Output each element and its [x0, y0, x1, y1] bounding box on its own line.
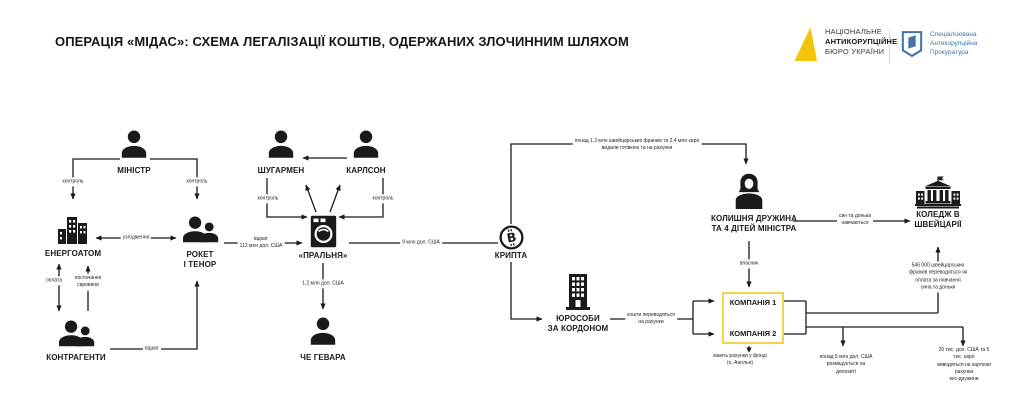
- office-building-icon: [563, 272, 593, 312]
- node-company1: КОМПАНІЯ 1: [729, 298, 777, 307]
- edge-label-study: син та донька навчаються: [837, 211, 873, 229]
- edge-label-control-1: контроль: [60, 177, 86, 187]
- edge-label-usd-1-2: 1,2 млн дол. США: [300, 279, 346, 289]
- node-energoatom: ЕНЕРГОАТОМ: [44, 249, 102, 258]
- sap-line3: Прокуратура: [930, 49, 969, 57]
- washing-machine-icon: [310, 215, 337, 248]
- page-title: ОПЕРАЦІЯ «МІДАС»: СХЕМА ЛЕГАЛІЗАЦІЇ КОШТ…: [55, 34, 629, 49]
- woman-icon: [731, 171, 767, 211]
- edge-label-control-3: контроль: [255, 194, 281, 204]
- edge-label-vlasnyk: власник: [737, 259, 761, 269]
- edge-label-vidkat-112: відкат 112 млн дол. США: [237, 234, 285, 252]
- edge-label-tuition: 546 000 швейцарських франків переводятьс…: [906, 261, 970, 293]
- bitcoin-icon: B: [499, 225, 524, 250]
- edge-label-vidkat: відкат: [143, 344, 161, 354]
- node-company2: КОМПАНІЯ 2: [729, 329, 777, 338]
- sap-logo: Спеціалізована Антикорупційна Прокуратур…: [901, 30, 977, 63]
- person-icon: [117, 128, 151, 162]
- node-yurosoby: ЮРОСОБИ ЗА КОРДОНОМ: [547, 314, 609, 333]
- people-icon: [179, 214, 221, 246]
- node-che-gevara: ЧЕ ГЕВАРА: [300, 353, 346, 362]
- nabu-logo-text: НАЦІОНАЛЬНЕ АНТИКОРУПЦІЙНЕ БЮРО УКРАЇНИ: [825, 27, 897, 57]
- node-pralnya: «ПРАЛЬНЯ»: [298, 251, 348, 260]
- edge-label-postachannia: постачання сировини: [72, 273, 104, 291]
- node-karlson: КАРЛСОН: [346, 166, 386, 175]
- company-box: КОМПАНІЯ 1 КОМПАНІЯ 2: [722, 292, 784, 344]
- logo-divider: [889, 30, 890, 64]
- sap-line2: Антикорупційна: [930, 40, 978, 48]
- sap-line1: Спеціалізована: [930, 31, 977, 38]
- edge-label-cards: 20 тис. дол. США та 5 тис. євро виводять…: [934, 345, 994, 385]
- edge-label-usd-9: 9 млн дол. США: [400, 238, 442, 248]
- svg-text:B: B: [505, 229, 517, 245]
- edge-label-cash-out: понад 1,3 млн швейцарських франків та 2,…: [572, 136, 702, 154]
- nabu-triangle-icon: [794, 27, 817, 61]
- nabu-line1: НАЦІОНАЛЬНЕ: [825, 27, 882, 36]
- edge-label-transfer-accounts: кошти переводяться на рахунки: [625, 310, 677, 328]
- people-icon: [55, 318, 97, 350]
- person-icon: [264, 128, 298, 162]
- sap-logo-text: Спеціалізована Антикорупційна Прокуратур…: [930, 30, 977, 57]
- edge-label-uzghodzhennia: узгодження: [120, 233, 152, 243]
- node-kontragenty: КОНТРАГЕНТИ: [46, 353, 106, 362]
- node-ex-wife: КОЛИШНЯ ДРУЖИНА ТА 4 ДІТЕЙ МІНІСТРА: [711, 214, 797, 233]
- nabu-line3: БЮРО УКРАЇНИ: [825, 46, 885, 56]
- edge-label-control-4: контроль: [370, 194, 396, 204]
- edge-label-deposit: понад 5 млн дол. США розміщується на деп…: [817, 353, 875, 377]
- nabu-line2: АНТИКОРУПЦІЙНЕ: [825, 36, 898, 46]
- node-roket-tenor: РОКЕТ І ТЕНОР: [183, 250, 217, 269]
- edge-label-control-2: контроль: [184, 177, 210, 187]
- nabu-logo: НАЦІОНАЛЬНЕ АНТИКОРУПЦІЙНЕ БЮРО УКРАЇНИ: [792, 27, 897, 61]
- node-krypta: КРИПТА: [494, 251, 528, 260]
- city-buildings-icon: [56, 212, 90, 246]
- college-building-icon: [915, 176, 961, 210]
- person-icon: [349, 128, 383, 162]
- node-shugarmen: ШУГАРМЕН: [257, 166, 305, 175]
- edge-label-fund-accounts: мають рахунки у фонді (о. Ангілья): [711, 351, 769, 369]
- node-college: КОЛЕДЖ В ШВЕЙЦАРІЇ: [914, 210, 962, 229]
- node-minister: МІНІСТР: [117, 166, 151, 175]
- sap-shield-icon: [901, 30, 923, 63]
- person-icon: [306, 315, 340, 349]
- edge-label-oplata: оплата: [43, 276, 65, 286]
